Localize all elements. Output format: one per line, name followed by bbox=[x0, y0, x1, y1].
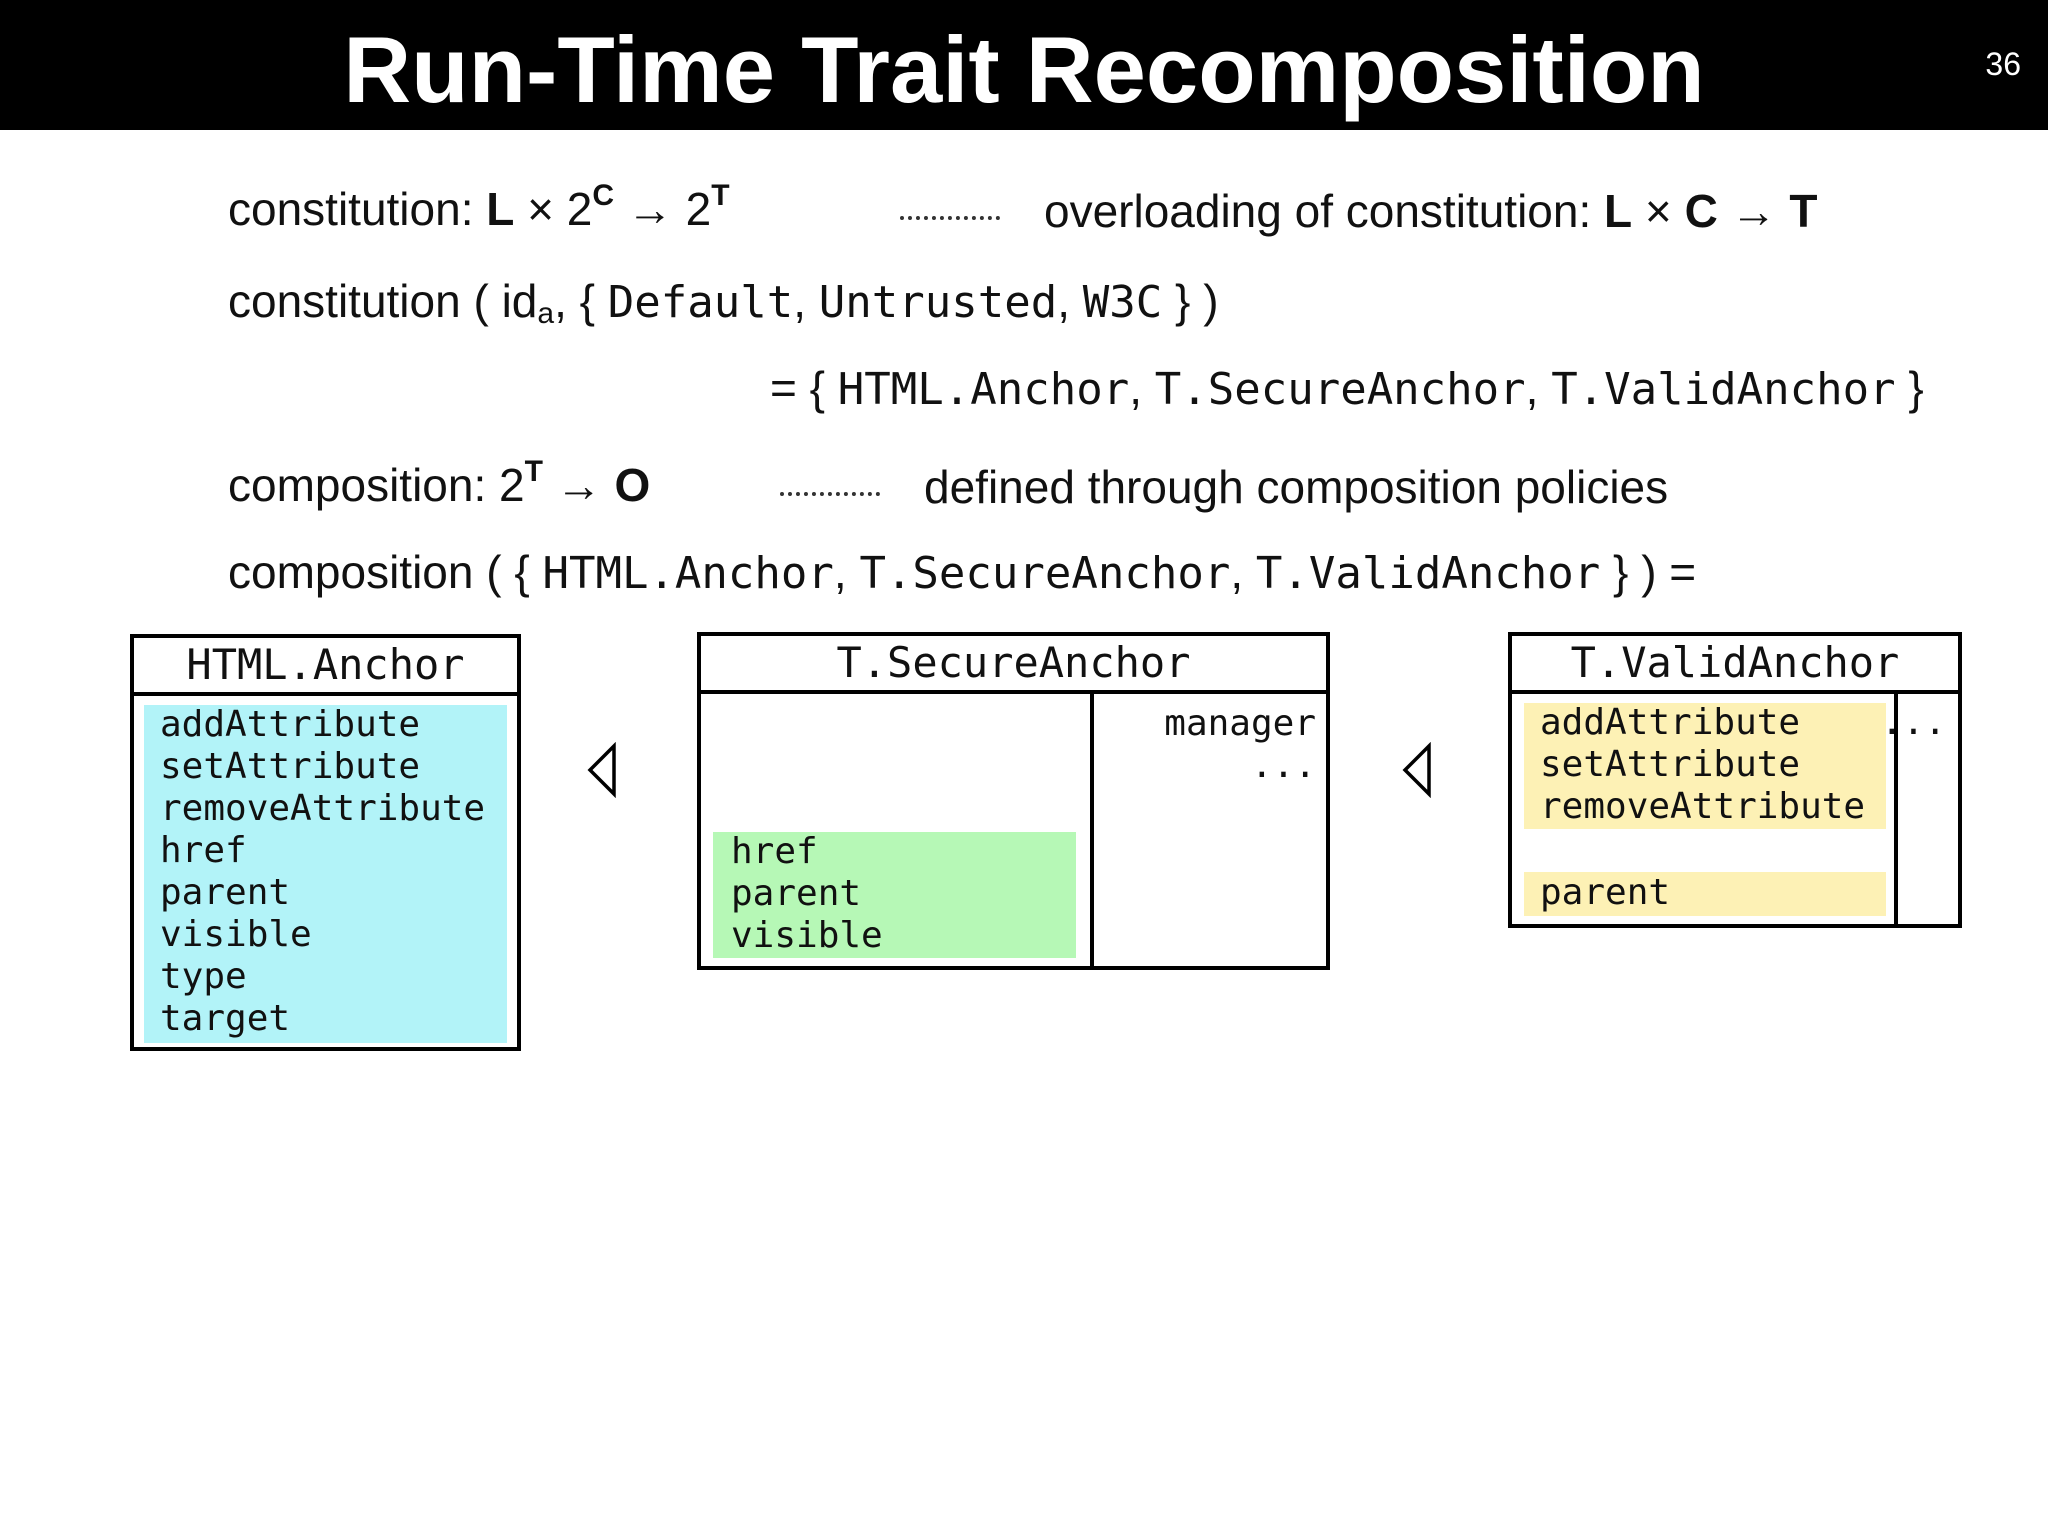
composition-signature: composition: 2T → O bbox=[228, 455, 651, 512]
title-bar: Run-Time Trait Recomposition 36 bbox=[0, 0, 2048, 130]
page-number: 36 bbox=[1985, 46, 2021, 82]
dotted-connector-1 bbox=[900, 216, 1000, 220]
valid-anchor-methods-top: addAttribute setAttribute removeAttribut… bbox=[1540, 702, 1866, 827]
html-anchor-title: HTML.Anchor bbox=[134, 638, 517, 696]
overloading-signature: overloading of constitution: L × C → T bbox=[1044, 185, 1818, 237]
dotted-connector-2 bbox=[780, 492, 880, 496]
html-anchor-methods: addAttribute setAttribute removeAttribut… bbox=[160, 704, 486, 1039]
valid-anchor-methods-fill-top bbox=[1524, 703, 1886, 829]
valid-anchor-right-methods: ... bbox=[1880, 702, 1946, 743]
valid-anchor-methods-bottom: parent bbox=[1540, 872, 1671, 913]
secure-anchor-box: T.SecureAnchor href parent visible manag… bbox=[697, 632, 1330, 970]
constitution-call: constitution ( ida, { Default, Untrusted… bbox=[228, 275, 1219, 330]
valid-anchor-title: T.ValidAnchor bbox=[1512, 636, 1958, 694]
constitution-result: = { HTML.Anchor, T.SecureAnchor, T.Valid… bbox=[770, 362, 1924, 415]
composition-call: composition ( { HTML.Anchor, T.SecureAnc… bbox=[228, 546, 1697, 599]
secure-anchor-divider bbox=[1090, 690, 1094, 966]
valid-anchor-divider bbox=[1894, 690, 1898, 924]
composition-note: defined through composition policies bbox=[924, 461, 1669, 513]
valid-anchor-methods-fill-bottom bbox=[1524, 872, 1886, 916]
html-anchor-box: HTML.Anchor addAttribute setAttribute re… bbox=[130, 634, 521, 1051]
secure-anchor-methods: href parent visible bbox=[731, 831, 883, 956]
left-triangle-icon bbox=[587, 742, 616, 798]
slide-title: Run-Time Trait Recomposition bbox=[343, 17, 1705, 122]
secure-anchor-title: T.SecureAnchor bbox=[701, 636, 1326, 694]
secure-anchor-right-methods: manager ... bbox=[1164, 703, 1316, 786]
secure-anchor-methods-fill bbox=[713, 832, 1076, 958]
html-anchor-methods-fill bbox=[144, 705, 507, 1043]
valid-anchor-box: T.ValidAnchor addAttribute setAttribute … bbox=[1508, 632, 1962, 928]
left-triangle-icon bbox=[1402, 742, 1431, 798]
constitution-signature: constitution: L × 2C → 2T bbox=[228, 179, 730, 236]
